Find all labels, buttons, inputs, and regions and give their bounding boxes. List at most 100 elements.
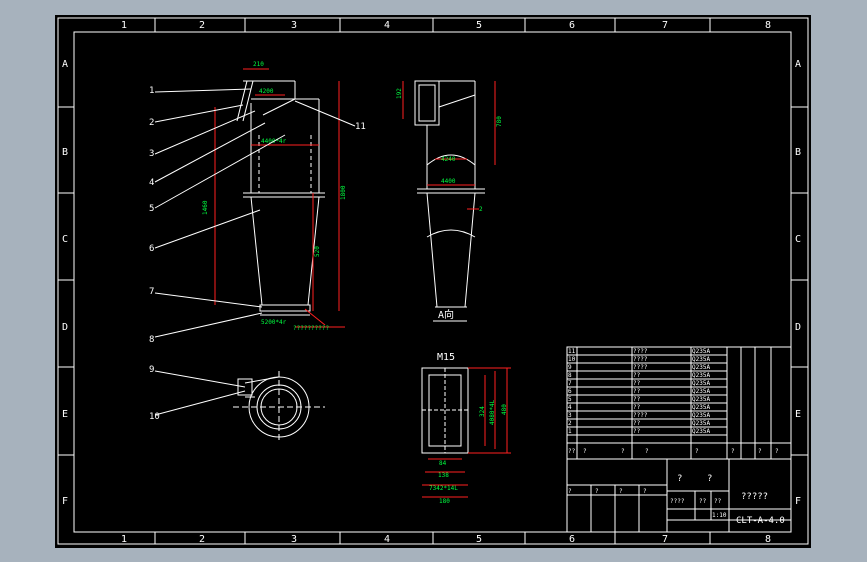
part-no: 8: [568, 372, 572, 379]
part-material: Q235A: [692, 380, 710, 387]
col-label: 6: [569, 534, 575, 545]
inner-frame: [73, 31, 792, 533]
part-name: ??: [633, 420, 641, 427]
col-label: 3: [291, 20, 297, 31]
part-name: ??: [633, 428, 641, 435]
part-no: 9: [568, 364, 572, 371]
part-no: 11: [568, 348, 576, 355]
scale-cell: 1:10: [712, 512, 727, 519]
cyclone-top-view[interactable]: [233, 371, 325, 443]
dimension-text: 7342*14L: [429, 485, 458, 492]
title-cell: ?: [619, 488, 623, 495]
row-label: F: [795, 496, 801, 507]
callout-labels: 1 2 3 4 5 6 7 8 9 10 11: [149, 86, 366, 422]
column-labels: 1 2 3 4 5 6 7 8 1 2 3 4 5 6 7 8: [121, 20, 771, 545]
callout: 4: [149, 178, 154, 188]
title-cell: ????: [670, 498, 685, 505]
company-name: ?????: [741, 492, 768, 502]
row-label: B: [62, 147, 68, 158]
header-cell: ?: [621, 448, 625, 455]
drawing-canvas: 1 2 3 4 5 6 7 8 1 2 3 4 5 6 7 8 A B C D …: [57, 17, 809, 545]
dimension-text: 1460: [202, 200, 209, 215]
row-label: E: [795, 409, 801, 420]
detail-title: A向: [438, 308, 454, 321]
detail-scale: M15: [437, 352, 455, 363]
dimension-lines-main: [214, 68, 345, 328]
part-name: ??: [633, 404, 641, 411]
part-name: ????: [633, 356, 648, 363]
dimension-text: 180: [439, 498, 450, 505]
dimension-text: ??????????: [293, 325, 330, 332]
part-material: Q235A: [692, 412, 710, 419]
col-label: 2: [199, 20, 205, 31]
callout: 2: [149, 118, 154, 128]
header-cell: ?: [645, 448, 649, 455]
dimension-text: 324: [479, 406, 486, 417]
row-label: D: [62, 322, 68, 333]
title-block: ? ? ????? CLT-A-4.0: [677, 474, 785, 526]
callout: 11: [355, 122, 366, 132]
part-material: Q235A: [692, 356, 710, 363]
dimension-text: 4080*4L: [489, 399, 496, 425]
col-label: 5: [476, 534, 482, 545]
row-label: D: [795, 322, 801, 333]
dimension-text: 1800: [340, 185, 347, 200]
part-material: Q235A: [692, 420, 710, 427]
cyclone-side-view[interactable]: [414, 80, 485, 308]
title-cell: ?: [595, 488, 599, 495]
row-label: F: [62, 496, 68, 507]
row-label: E: [62, 409, 68, 420]
col-label: 4: [384, 20, 390, 31]
title-cell: ??: [714, 498, 722, 505]
row-ticks: [58, 106, 808, 456]
dimension-text: 84: [439, 460, 447, 467]
detail-a[interactable]: A向 M15 84 138 7342*14L 180 324 4080*4L 4…: [421, 308, 511, 505]
col-label: 5: [476, 20, 482, 31]
col-label: 1: [121, 534, 127, 545]
part-name: ????: [633, 348, 648, 355]
row-label: A: [795, 59, 801, 70]
part-name: ??: [633, 380, 641, 387]
header-cell: ?: [775, 448, 779, 455]
part-no: 4: [568, 404, 572, 411]
title-cell: ?: [568, 488, 572, 495]
col-label: 7: [662, 534, 668, 545]
part-no: 2: [568, 420, 572, 427]
dimension-texts-side: 192 780 4240 4400 2: [396, 88, 503, 213]
outer-frame: [57, 17, 809, 545]
part-material: Q235A: [692, 372, 710, 379]
part-name: ????: [633, 364, 648, 371]
dimension-text: 480: [501, 404, 508, 415]
callout: 6: [149, 244, 154, 254]
col-label: 4: [384, 534, 390, 545]
cad-viewport[interactable]: 1 2 3 4 5 6 7 8 1 2 3 4 5 6 7 8 A B C D …: [55, 15, 811, 548]
col-label: 3: [291, 534, 297, 545]
callout: 8: [149, 335, 154, 345]
header-cell: ?: [695, 448, 699, 455]
dimension-text: 210: [253, 61, 264, 68]
col-label: 8: [765, 20, 771, 31]
part-material: Q235A: [692, 364, 710, 371]
cyclone-front-view[interactable]: [236, 80, 325, 316]
col-label: 2: [199, 534, 205, 545]
drawing-number: CLT-A-4.0: [736, 516, 785, 526]
column-ticks: [154, 18, 711, 544]
part-name: ??: [633, 372, 641, 379]
dimension-text: 5200*4r: [261, 319, 287, 326]
row-label: C: [62, 234, 68, 245]
col-label: 7: [662, 20, 668, 31]
header-cell: ?: [731, 448, 735, 455]
title-cell: ??: [699, 498, 707, 505]
part-name: ????: [633, 412, 648, 419]
title-label: ?: [707, 474, 712, 484]
title-label: ?: [677, 474, 682, 484]
col-label: 1: [121, 20, 127, 31]
dimension-text: 4240: [441, 156, 456, 163]
part-name: ??: [633, 396, 641, 403]
header-cell: ??: [568, 448, 576, 455]
part-material: Q235A: [692, 388, 710, 395]
row-labels: A B C D E F A B C D E F: [62, 59, 801, 507]
part-material: Q235A: [692, 404, 710, 411]
dimension-text: 4400: [441, 178, 456, 185]
row-label: A: [62, 59, 68, 70]
